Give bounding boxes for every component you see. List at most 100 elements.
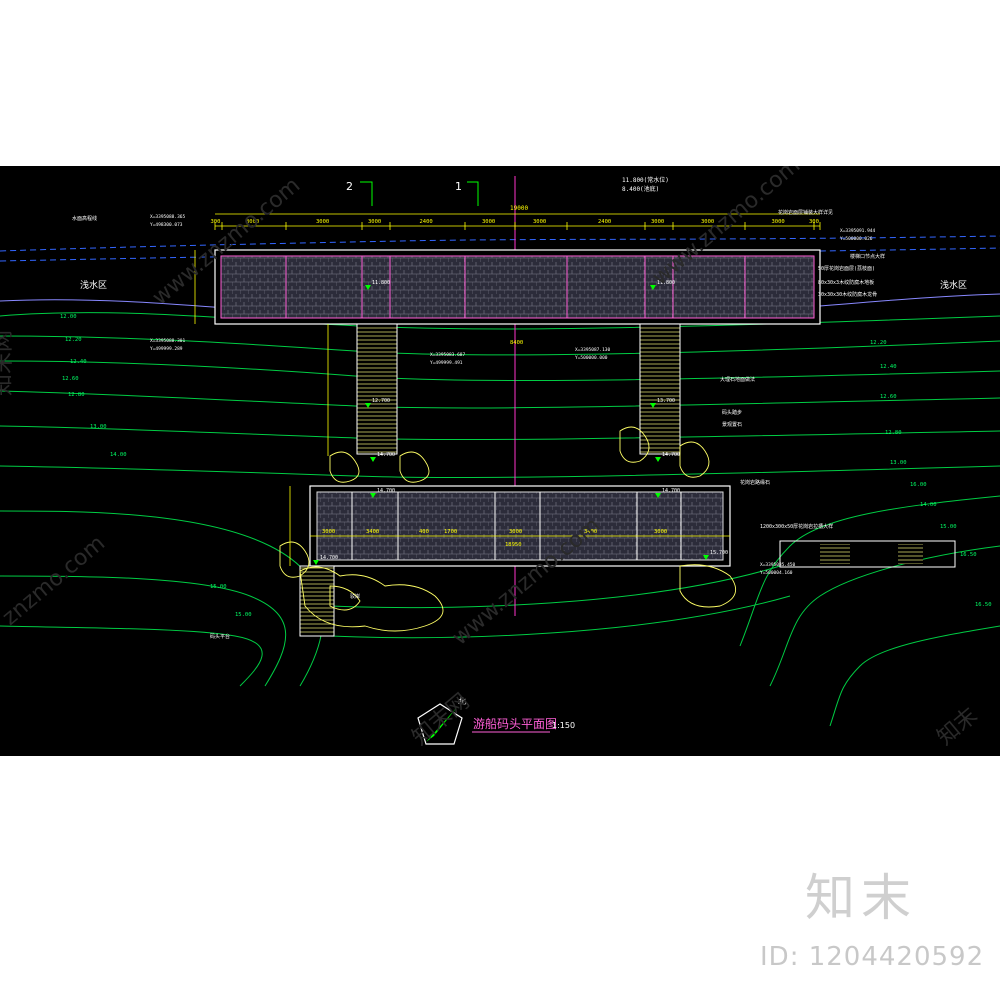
top-dimension-label: 3000: [246, 219, 259, 225]
coordinate-labels: X=3395088.365Y=498300.073X=3395091.944Y=…: [150, 214, 876, 576]
top-dimension-label: 3000: [701, 219, 714, 225]
elevation-label: 16.50: [975, 602, 992, 608]
pier-dimension: 8400: [510, 340, 523, 346]
level-marker-icon: [655, 493, 661, 498]
spot-level-label: 14.700: [662, 488, 680, 494]
bottom-platform-dividers: [351, 492, 682, 560]
brand-watermark: 知末: [805, 869, 917, 927]
elevation-label: 14.00: [920, 502, 937, 508]
contour-elevations-right: 12.2012.4012.6012.8013.0014.0015.0016.00…: [870, 340, 992, 608]
north-label: 北: [458, 697, 466, 706]
annotation-label: 大理石地面做法: [720, 376, 755, 383]
elevation-label: 15.00: [210, 584, 227, 590]
annotation-label: 花岗岩面层铺装大样详见: [778, 209, 833, 216]
bottom-dimension-label: 3000: [509, 529, 522, 535]
section-marks: [360, 181, 479, 206]
coordinate-label: X=3395083.687: [430, 352, 466, 358]
coordinate-label: Y=500000.000: [575, 355, 608, 361]
level-note-bottom: 8.400(池底): [622, 185, 659, 193]
section-mark-1: 1: [455, 180, 462, 193]
elevation-label: 12.80: [68, 392, 85, 398]
stair-bottom-left: [299, 565, 335, 637]
bottom-dimension-label: 3400: [366, 529, 379, 535]
svg-text:znzmo.com: znzmo.com: [0, 531, 110, 631]
bottom-overall-dimension: 18950: [505, 542, 522, 548]
top-dimension-label: 3000: [651, 219, 664, 225]
level-marker-icon: [313, 560, 319, 565]
elevation-label: 13.00: [890, 460, 907, 466]
spot-level-label: 13.700: [657, 398, 675, 404]
level-marker-icon: [370, 457, 376, 462]
coordinate-label: Y=500000.026: [840, 236, 873, 242]
annotation-label: 50厚花岗岩面层(荔枝面): [818, 265, 875, 272]
bottom-dimension-label: 3400: [584, 529, 597, 535]
contour-elevations-left: 12.0012.2012.4012.6012.8013.0014.0015.00…: [60, 314, 252, 618]
top-dimension-label: 300: [211, 219, 221, 225]
top-dimension-label: 2400: [598, 219, 611, 225]
annotation-label: 驳岸: [350, 593, 360, 600]
zone-left-label: 浅水区: [80, 279, 107, 291]
bottom-dimension-label: 1700: [444, 529, 457, 535]
annotation-label: 花岗岩路缘石: [740, 479, 770, 486]
level-marker-icon: [655, 457, 661, 462]
elevation-label: 15.00: [940, 524, 957, 530]
spot-level-label: 12.700: [372, 398, 390, 404]
annotation-label: 水面高程线: [72, 215, 97, 222]
rockwork: [279, 426, 737, 632]
section-mark-2: 2: [346, 180, 353, 193]
elevation-label: 12.20: [870, 340, 887, 346]
north-arrow-icon: [417, 703, 463, 745]
drawing-title: 游船码头平面图: [473, 717, 557, 731]
coordinate-label: X=3395088.365: [150, 214, 186, 220]
spot-level-label: 11.800: [657, 280, 675, 286]
elevation-label: 15.00: [235, 612, 252, 618]
annotation-label: 30x30x30木纹防腐木龙骨: [818, 291, 877, 298]
annotation-label: 码头踏步: [722, 409, 742, 416]
top-platform-dividers: [285, 256, 746, 318]
bottom-dimension-label: 3000: [322, 529, 335, 535]
top-dimension-label: 300: [809, 219, 819, 225]
bottom-dimension-label: 3000: [654, 529, 667, 535]
spot-level-label: 11.800: [372, 280, 390, 286]
walkway-right: [779, 540, 956, 568]
svg-text:知末: 知末: [933, 703, 983, 750]
bottom-platform: [309, 485, 731, 567]
coordinate-label: X=3395087.130: [575, 347, 611, 353]
elevation-label: 12.40: [70, 359, 87, 365]
top-dimension-ticks: [214, 222, 821, 230]
annotations-right: 花岗岩面层铺装大样详见楼梯口节点大样50厚花岗岩面层(荔枝面)80x30x3木纹…: [720, 209, 885, 530]
spot-level-label: 14.700: [662, 452, 680, 458]
spot-level-label: 14.700: [377, 452, 395, 458]
top-dimension-label: 3000: [533, 219, 546, 225]
elevation-label: 14.00: [110, 452, 127, 458]
drawing-scale: 1:150: [552, 721, 575, 730]
elevation-label: 12.20: [65, 337, 82, 343]
dimension-lines: [194, 213, 820, 566]
annotation-label: 80x30x3木纹防腐木地板: [818, 279, 874, 286]
level-marker-icon: [370, 493, 376, 498]
image-id-watermark: ID: 1204420592: [760, 942, 985, 972]
top-dimension-label: 3000: [368, 219, 381, 225]
level-marker-icon: [650, 403, 656, 408]
spot-level-label: 14.700: [377, 488, 395, 494]
level-marker-icon: [365, 403, 371, 408]
zone-right-label: 浅水区: [940, 279, 967, 291]
elevation-label: 12.60: [880, 394, 897, 400]
elevation-label: 12.40: [880, 364, 897, 370]
top-platform: [214, 249, 821, 325]
elevation-label: 16.50: [960, 552, 977, 558]
annotation-label: 1200x300x50厚花岗岩拉槽大样: [760, 523, 833, 530]
annotation-label: 码头平台: [210, 633, 230, 640]
top-dimension-label: 3000: [316, 219, 329, 225]
coordinate-label: Y=499999.491: [430, 360, 463, 366]
level-note-water: 11.800(常水位): [622, 176, 669, 184]
elevation-label: 12.00: [60, 314, 77, 320]
overall-dimension: 19000: [510, 205, 528, 212]
coordinate-label: X=3395085.450: [760, 562, 796, 568]
elevation-label: 12.80: [885, 430, 902, 436]
coordinate-label: Y=499999.289: [150, 346, 183, 352]
coordinate-label: X=3395091.944: [840, 228, 876, 234]
